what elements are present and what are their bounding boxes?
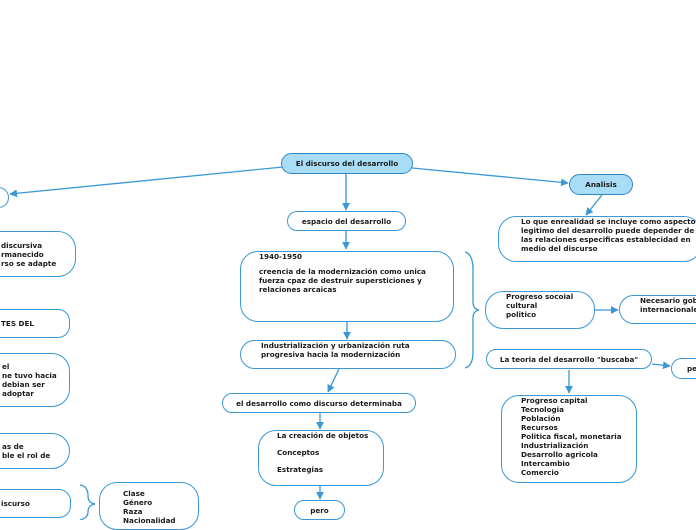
- edge-industrial-discurso: [327, 368, 340, 393]
- left-discurso-node[interactable]: iscurso: [0, 489, 71, 518]
- period-line: fuerza cpaz de destruir supersticiones y: [259, 276, 422, 285]
- creacion-node[interactable]: La creación de objetos Conceptos Estrate…: [258, 430, 384, 486]
- left-discursiva-line: discursiva: [1, 240, 43, 250]
- clase-item: Género: [123, 498, 153, 507]
- capital-item: Tecnologia: [521, 405, 564, 414]
- left-tuvo-line: ne tuvo hacia: [2, 371, 57, 380]
- necesario-line: internacionale: [640, 305, 696, 314]
- industrializacion-line: progresiva hacia la modernización: [261, 350, 401, 359]
- progreso-node[interactable]: Progreso socoial cultural politico: [485, 291, 595, 329]
- capital-item: Población: [521, 414, 561, 423]
- period-line: 1940-1950: [259, 252, 302, 261]
- brace-left: [79, 484, 96, 520]
- clase-item: Clase: [123, 489, 145, 498]
- period-line: creencia de la modernización como unica: [259, 267, 426, 276]
- left-rol-line: ble el rol de: [2, 451, 51, 460]
- analisis-text-line: medio del discurso: [521, 244, 598, 253]
- progreso-line: Progreso socoial: [506, 292, 574, 301]
- necesario-node[interactable]: Necesario gobi internacionale: [619, 295, 696, 324]
- analisis-text-line: Lo que enrealidad se incluye como aspect…: [521, 217, 696, 226]
- clase-item: Nacionalidad: [123, 516, 176, 525]
- capital-item: Comercio: [521, 468, 559, 477]
- creacion-line: Estrategias: [277, 465, 324, 474]
- edge-root-left: [9, 166, 284, 198]
- root-node[interactable]: El discurso del desarrollo: [281, 153, 413, 174]
- discurso-determinaba-label: el desarrollo como discurso determinaba: [236, 398, 402, 408]
- espacio-label: espacio del desarrollo: [301, 216, 392, 226]
- espacio-node[interactable]: espacio del desarrollo: [287, 211, 406, 231]
- pe-label: pe: [687, 364, 696, 373]
- teoria-label: La teoria del desarrollo "buscaba": [499, 354, 639, 364]
- left-rol-line: as de: [2, 442, 24, 451]
- industrializacion-line: Industrialización y urbanización ruta: [261, 341, 410, 350]
- left-discursiva-line: rmanecido: [1, 249, 44, 259]
- left-tuvo-line: adoptar: [2, 389, 34, 398]
- industrializacion-node[interactable]: Industrialización y urbanización ruta pr…: [240, 340, 456, 369]
- analisis-text-line: las relaciones especificas establecidad …: [521, 235, 691, 244]
- period-node[interactable]: 1940-1950 creencia de la modernización c…: [240, 251, 454, 322]
- left-tuvo-line: el: [2, 362, 10, 371]
- left-tuvo-node[interactable]: el ne tuvo hacia debian ser adoptar: [0, 353, 70, 407]
- capital-item: Recursos: [521, 423, 558, 432]
- brace-right: [464, 251, 480, 369]
- left-tes-label: TES DEL: [1, 319, 34, 328]
- progreso-line: politico: [506, 310, 537, 319]
- creacion-line: Conceptos: [277, 448, 320, 457]
- pero-label: pero: [310, 505, 329, 515]
- left-discursiva-line: rso se adapte: [1, 258, 57, 268]
- analisis-label: Analisis: [585, 180, 617, 189]
- period-line: relaciones arcaicas: [259, 285, 337, 294]
- root-label: El discurso del desarrollo: [295, 159, 399, 168]
- necesario-line: Necesario gobi: [640, 296, 696, 305]
- capital-item: Politica fiscal, monetaria: [521, 432, 622, 441]
- progreso-line: cultural: [506, 301, 538, 310]
- left-rol-node[interactable]: as de ble el rol de: [0, 433, 70, 469]
- clase-list-node[interactable]: Clase Género Raza Nacionalidad: [99, 482, 199, 530]
- edge-root-analisis: [411, 167, 569, 187]
- left-tuvo-line: debian ser: [2, 380, 45, 389]
- analisis-text-node[interactable]: Lo que enrealidad se incluye como aspect…: [498, 216, 696, 262]
- edge-teoria-pe: [651, 361, 671, 370]
- discurso-determinaba-node[interactable]: el desarrollo como discurso determinaba: [222, 393, 416, 413]
- capital-item: Desarrollo agricola: [521, 450, 598, 459]
- edge-analisis-text: [585, 194, 603, 216]
- left-discurso-label: iscurso: [1, 499, 30, 508]
- clase-item: Raza: [123, 507, 143, 516]
- analisis-node[interactable]: Analisis: [569, 174, 633, 195]
- capital-list-node[interactable]: Progreso capital Tecnologia Población Re…: [501, 395, 637, 483]
- left-tes-node[interactable]: TES DEL: [0, 309, 70, 338]
- capital-item: Intercambio: [521, 459, 570, 468]
- teoria-node[interactable]: La teoria del desarrollo "buscaba": [486, 349, 652, 369]
- pe-node[interactable]: pe: [671, 358, 696, 379]
- pero-node[interactable]: pero: [294, 500, 345, 520]
- left-discursiva-node[interactable]: discursiva rmanecido rso se adapte: [0, 231, 76, 277]
- capital-item: Progreso capital: [521, 396, 588, 405]
- analisis-text-line: legitimo del desarrollo puede depender d…: [521, 226, 695, 235]
- capital-item: Industrialización: [521, 441, 589, 450]
- creacion-line: La creación de objetos: [277, 431, 369, 440]
